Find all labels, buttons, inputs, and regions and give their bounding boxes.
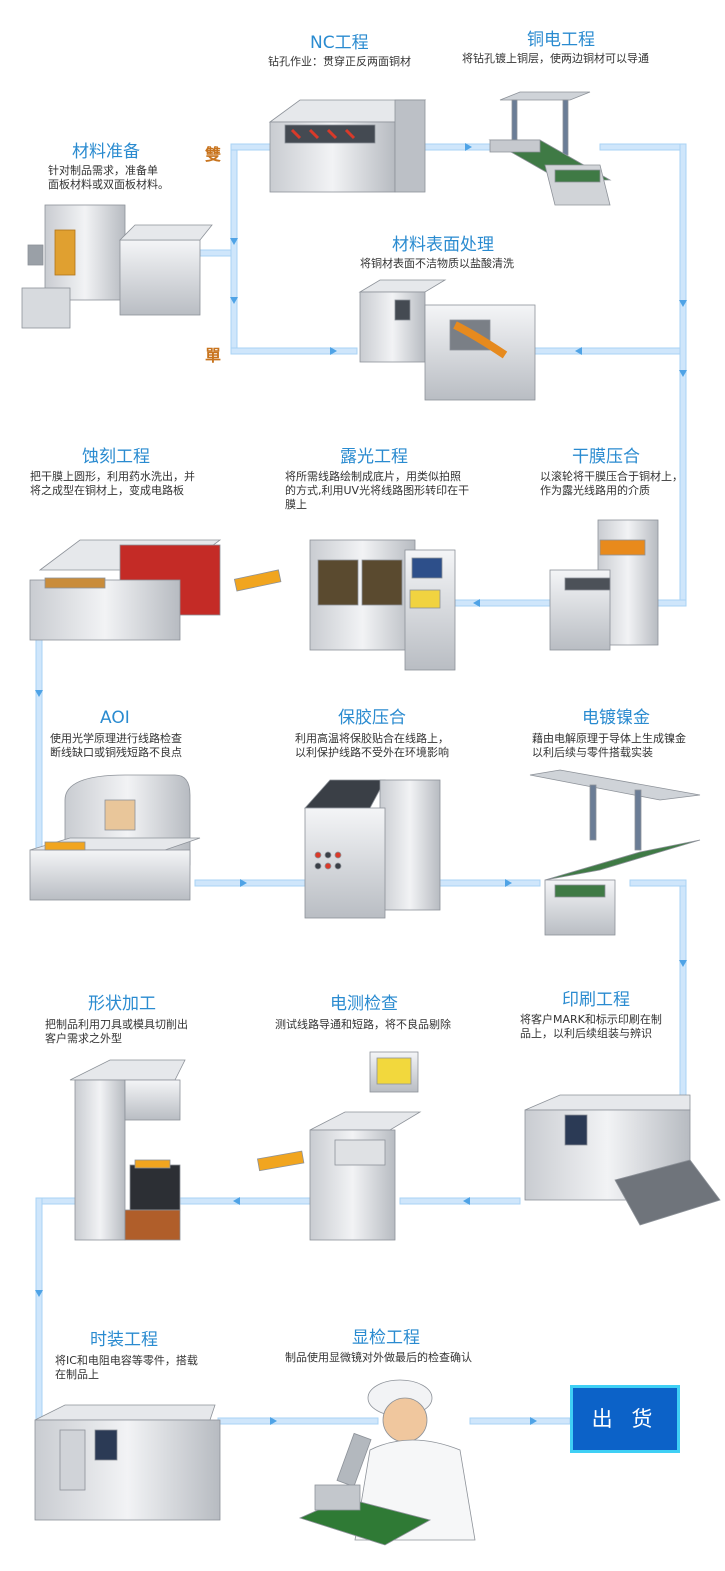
printing-desc: 将客户MARK和标示印刷在制品上，以利后续组装与辨识 <box>520 1013 662 1040</box>
exposure-machine <box>309 539 456 671</box>
coverlay-desc: 利用高温将保胶贴合在线路上，以利保护线路不受外在环境影响 <box>295 732 449 759</box>
coverlay-press-machine <box>304 779 441 919</box>
smt-machine <box>34 1404 221 1521</box>
etching-desc: 把干膜上圆形，利用药水洗出，并将之成型在铜材上，变成电路板 <box>30 470 195 497</box>
double-sided-label: 雙 <box>205 145 222 164</box>
nc-desc: 钻孔作业：贯穿正反两面铜材 <box>268 55 411 68</box>
dry-film-desc: 以滚轮将干膜压合于铜材上，作为露光线路用的介质 <box>540 470 683 497</box>
material-prep-title: 材料准备 <box>72 142 140 162</box>
electrical-test-desc: 测试线路导通和短路，将不良品剔除 <box>275 1018 451 1031</box>
exposure-title: 露光工程 <box>340 447 408 467</box>
aoi-machine <box>29 774 201 901</box>
shaping-title: 形状加工 <box>88 994 156 1014</box>
nc-title: NC工程 <box>310 33 369 53</box>
shaping-machine <box>69 1059 186 1241</box>
copper-plating-desc: 将钻孔镀上铜层，使两边铜材可以导通 <box>462 52 649 65</box>
surface-treatment-desc: 将铜材表面不洁物质以盐酸清洗 <box>360 257 514 270</box>
copper-plating-title: 铜电工程 <box>527 30 595 50</box>
dry-film-machine <box>549 519 659 651</box>
shaping-desc: 把制品利用刀具或模具切削出客户需求之外型 <box>45 1018 188 1045</box>
smt-title: 时装工程 <box>90 1330 158 1350</box>
microscope-title: 显检工程 <box>352 1328 420 1348</box>
single-sided-label: 單 <box>205 346 222 365</box>
aoi-title: AOI <box>100 708 130 728</box>
microscope-inspector-illustration <box>298 1379 476 1546</box>
smt-desc: 将IC和电阻电容等零件，搭载在制品上 <box>55 1354 198 1381</box>
copper-plating-machine <box>488 91 612 206</box>
surface-treatment-machine <box>358 279 536 401</box>
exposure-desc: 将所需线路绘制成底片，用类似拍照的方式,利用UV光将线路图形转印在干膜上 <box>285 470 470 511</box>
ni-gold-desc: 藉由电解原理于导体上生成镍金以利后续与零件搭载实装 <box>532 732 686 759</box>
electrical-test-machine <box>257 1051 422 1241</box>
coverlay-title: 保胶压合 <box>338 708 406 728</box>
material-prep-desc: 针对制品需求，准备单面板材料或双面板材料。 <box>48 164 169 191</box>
material-prep-machine <box>21 204 213 329</box>
dry-film-title: 干膜压合 <box>572 447 640 467</box>
etching-machine <box>29 539 282 641</box>
electrical-test-title: 电测检查 <box>330 994 398 1014</box>
ni-gold-plating-machine <box>529 769 701 936</box>
ship-button[interactable]: 出 货 <box>570 1385 680 1453</box>
microscope-desc: 制品使用显微镜对外做最后的检查确认 <box>285 1351 472 1364</box>
printing-title: 印刷工程 <box>562 990 630 1010</box>
etching-title: 蚀刻工程 <box>82 447 150 467</box>
surface-treatment-title: 材料表面处理 <box>392 235 494 255</box>
nc-drill-machine <box>268 99 427 193</box>
ni-gold-title: 电镀镍金 <box>582 708 650 728</box>
aoi-desc: 使用光学原理进行线路检查断线缺口或铜残短路不良点 <box>50 732 182 759</box>
printing-machine <box>524 1094 721 1226</box>
